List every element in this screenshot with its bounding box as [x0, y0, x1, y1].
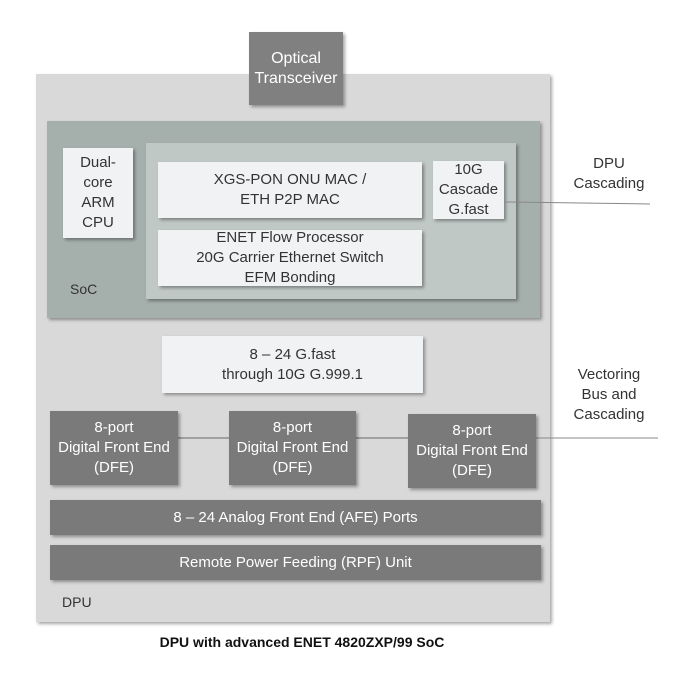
dfe-block-2: 8-port Digital Front End (DFE): [229, 411, 356, 485]
soc-label: SoC: [70, 281, 98, 297]
optical-transceiver-block: Optical Transceiver: [249, 32, 343, 105]
dpu-cascading-line: [503, 201, 651, 205]
afe-ports-bar: 8 – 24 Analog Front End (AFE) Ports: [50, 500, 541, 535]
enet-flow-processor-block: ENET Flow Processor 20G Carrier Ethernet…: [158, 229, 422, 286]
gfast-block: 8 – 24 G.fast through 10G G.999.1: [162, 336, 423, 393]
rpf-unit-bar: Remote Power Feeding (RPF) Unit: [50, 545, 541, 580]
vectoring-label: Vectoring Bus and Cascading: [573, 366, 645, 423]
dfe-block-1: 8-port Digital Front End (DFE): [50, 411, 178, 485]
dfe-block-3: 8-port Digital Front End (DFE): [408, 414, 536, 488]
dpu-label: DPU: [62, 594, 92, 610]
dpu-cascading-label: DPU Cascading: [573, 155, 645, 192]
diagram-caption: DPU with advanced ENET 4820ZXP/99 SoC: [159, 634, 445, 650]
arm-cpu-block: Dual- core ARM CPU: [63, 148, 133, 238]
mac-block: XGS-PON ONU MAC / ETH P2P MAC: [158, 162, 422, 218]
cascade-gfast-block: 10G Cascade G.fast: [433, 161, 504, 219]
